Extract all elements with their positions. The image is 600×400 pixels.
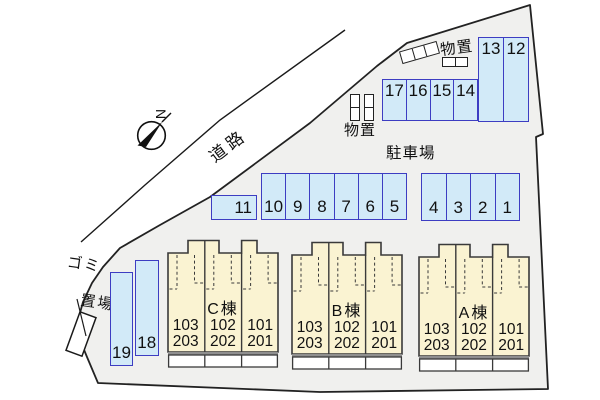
parking-spot-18: 18: [137, 333, 157, 352]
storage-shed-left-1: [349, 93, 360, 121]
parking-spot-4: 4: [429, 198, 439, 217]
garbage-area: [65, 298, 97, 358]
parking-spot-18-box: 18: [135, 260, 159, 356]
parking-spot-11-box: 11: [211, 195, 257, 220]
parking-area-label: 駐車場: [386, 145, 436, 162]
building-b-name: B棟: [331, 303, 363, 320]
floorplan-dashed-lines: [293, 257, 402, 292]
parking-spot-10: 10: [264, 197, 284, 216]
parking-block-13-12: 13 12: [478, 37, 529, 122]
floorplan-dashed-lines: [420, 259, 529, 294]
garbage-label-line1: ゴミ: [66, 253, 103, 276]
garbage-label: ゴミ 置場: [43, 251, 121, 314]
road-edge-line: [80, 29, 346, 243]
building-c-name: C棟: [207, 301, 239, 318]
parking-spot-7: 7: [333, 174, 358, 219]
parking-spot-3: 3: [445, 174, 471, 220]
parking-spot-17: 17: [384, 81, 404, 100]
parking-spot-8: 8: [309, 174, 333, 219]
building-c-outline: [167, 239, 279, 368]
parking-block-10-5: 10 9 8 7 6 5: [261, 173, 407, 220]
parking-spot-5: 5: [381, 174, 406, 219]
parking-spot-19-box: 19: [110, 272, 133, 366]
parking-spot-16: 16: [405, 80, 430, 120]
parking-spot-2: 2: [470, 174, 495, 220]
storage-shed-left-2: [363, 93, 374, 121]
compass-north-label: N: [153, 108, 170, 120]
floorplan-dashed-lines: [169, 255, 278, 290]
parking-spot-11: 11: [234, 197, 252, 217]
building-a-outline: [418, 243, 530, 372]
building-b-outline: [291, 241, 403, 370]
shed-cell: [350, 106, 359, 120]
parking-spot-6: 6: [357, 174, 382, 219]
parking-spot-9: 9: [285, 174, 309, 219]
parking-block-17-14: 17 16 15 14: [382, 79, 478, 121]
shed-cell: [454, 57, 468, 66]
shed-cell: [365, 95, 374, 107]
storage-shed-pair: [442, 56, 468, 67]
shed-cell: [364, 106, 373, 120]
storage-label-left: 物置: [344, 122, 377, 139]
parking-spot-12: 12: [503, 38, 528, 121]
parking-spot-1: 1: [494, 174, 520, 220]
compass-icon: [136, 112, 172, 151]
parking-block-4-1: 4 3 2 1: [421, 173, 520, 221]
shed-cell: [443, 58, 455, 67]
parking-spot-14: 14: [453, 80, 477, 120]
parking-spot-13: 13: [481, 39, 501, 58]
shed-cell: [423, 42, 439, 57]
parking-spot-19: 19: [112, 343, 131, 362]
building-a-name: A棟: [458, 305, 490, 322]
shed-cell: [351, 95, 359, 107]
parking-spot-15: 15: [429, 80, 454, 120]
